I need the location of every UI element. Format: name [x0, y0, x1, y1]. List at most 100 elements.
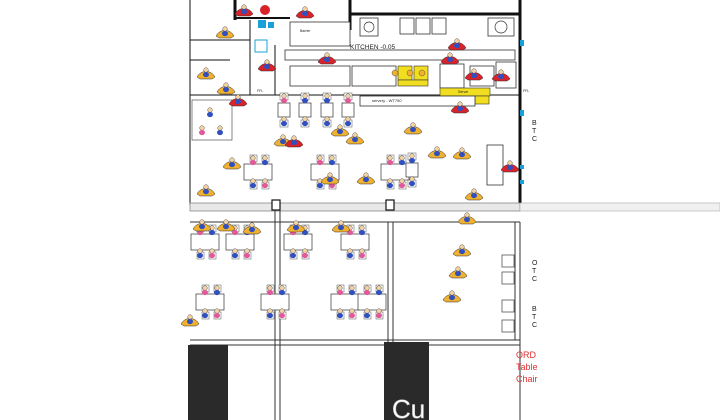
person-body — [249, 226, 255, 233]
person-head — [345, 93, 351, 99]
person-body — [214, 312, 220, 319]
person-head — [203, 184, 209, 190]
person-body — [222, 30, 228, 37]
dining-table — [330, 293, 360, 311]
person-body — [250, 182, 256, 189]
person-body — [235, 98, 241, 105]
person-head — [223, 219, 229, 225]
person-body — [363, 176, 369, 183]
person-body — [232, 229, 238, 236]
person-head — [317, 155, 323, 161]
person-head — [507, 160, 513, 166]
legend-line-2: Table — [516, 362, 538, 372]
person-head — [202, 285, 208, 291]
person-body — [471, 192, 477, 199]
person-head — [459, 244, 465, 250]
person-body — [337, 312, 343, 319]
legend-line-1: ORD — [516, 350, 537, 360]
person-body — [507, 164, 513, 171]
person-body — [203, 188, 209, 195]
person-body — [214, 289, 220, 296]
dining-table — [357, 293, 387, 311]
dining-table — [260, 293, 290, 311]
furniture-layer — [180, 4, 520, 327]
person-head — [337, 308, 343, 314]
dining-table — [277, 102, 291, 118]
person-head — [223, 82, 229, 88]
barrier-label: Barrier — [300, 29, 311, 33]
person-body — [223, 223, 229, 230]
person-body — [359, 229, 365, 236]
person-head — [338, 220, 344, 226]
person-head — [262, 155, 268, 161]
stool — [418, 69, 426, 77]
person-body — [409, 157, 415, 164]
dining-table — [298, 102, 312, 118]
person-body — [409, 180, 415, 187]
person-body — [281, 97, 287, 104]
person-body — [464, 216, 470, 223]
person-head — [203, 67, 209, 73]
person-head — [281, 93, 287, 99]
kitchen-equipment — [254, 5, 524, 186]
person-body — [338, 224, 344, 231]
legend: ORD Table Chair — [516, 350, 538, 384]
person-body — [264, 63, 270, 70]
person-body — [291, 139, 297, 146]
person-body — [202, 289, 208, 296]
person-body — [447, 56, 453, 63]
building-walls — [189, 0, 522, 210]
person-body — [387, 182, 393, 189]
person-head — [449, 290, 455, 296]
person-head — [376, 285, 382, 291]
person-head — [387, 155, 393, 161]
person-head — [329, 155, 335, 161]
person-body — [199, 223, 205, 230]
person-head — [447, 52, 453, 58]
right-label-1: B — [532, 120, 537, 127]
person-body — [498, 73, 504, 80]
person-head — [250, 155, 256, 161]
person-head — [302, 6, 308, 12]
person-body — [302, 120, 308, 127]
person-head — [197, 248, 203, 254]
person-body — [317, 182, 323, 189]
person-body — [410, 126, 416, 133]
person-body — [345, 97, 351, 104]
person-head — [214, 308, 220, 314]
dining-table — [320, 102, 334, 118]
right-label-4: O — [532, 260, 538, 267]
dining-table — [243, 163, 273, 181]
legend-line-3: Chair — [516, 374, 538, 384]
dining-table — [341, 102, 355, 118]
person-body — [399, 182, 405, 189]
partition-band — [189, 199, 720, 212]
person-head — [387, 178, 393, 184]
person-head — [364, 285, 370, 291]
right-label-7: B — [532, 306, 537, 313]
person-head — [471, 188, 477, 194]
person-body — [352, 136, 358, 143]
person-head — [262, 178, 268, 184]
person-body — [203, 71, 209, 78]
person-body — [209, 252, 215, 259]
right-label-8: T — [532, 314, 537, 321]
person-head — [399, 155, 405, 161]
person-body — [459, 248, 465, 255]
person-head — [409, 153, 415, 159]
dining-table — [195, 293, 225, 311]
person-body — [302, 252, 308, 259]
person-head — [337, 124, 343, 130]
person-body — [279, 312, 285, 319]
person-head — [349, 308, 355, 314]
right-label-6: C — [532, 276, 537, 283]
dining-table — [283, 233, 313, 251]
person-head — [364, 308, 370, 314]
person-head — [399, 178, 405, 184]
person-body — [364, 312, 370, 319]
kitchen-title: KITCHEN -0.05 — [350, 44, 396, 51]
person-body — [454, 42, 460, 49]
person-body — [324, 120, 330, 127]
person-body — [229, 161, 235, 168]
